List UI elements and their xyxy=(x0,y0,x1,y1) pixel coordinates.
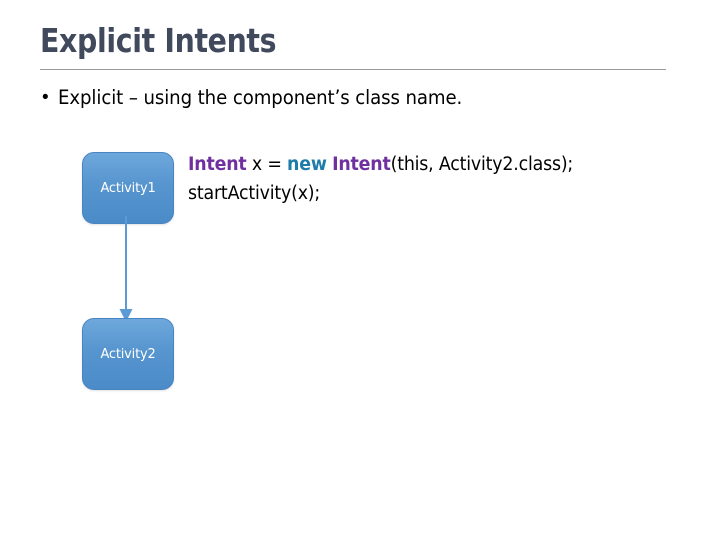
bullet-point-icon: • xyxy=(42,86,49,108)
code-keyword-intent-1: Intent xyxy=(188,154,247,175)
code-line-2: startActivity(x); xyxy=(188,183,321,204)
activity2-box[interactable]: Activity2 xyxy=(82,318,174,390)
arrow-down-icon xyxy=(119,216,133,322)
code-snippet: Intent x = new Intent(this, Activity2.cl… xyxy=(188,150,698,208)
activity2-label: Activity2 xyxy=(100,346,156,362)
code-keyword-intent-2: Intent xyxy=(332,154,391,175)
code-keyword-new: new xyxy=(287,154,327,175)
code-line-1: Intent x = new Intent(this, Activity2.cl… xyxy=(188,150,667,179)
bullet-list-item: • Explicit – using the component’s class… xyxy=(42,83,682,111)
activity1-label: Activity1 xyxy=(100,180,156,196)
activity1-box[interactable]: Activity1 xyxy=(82,152,174,224)
title-divider xyxy=(40,69,666,70)
code-plain-1: x = xyxy=(246,154,288,175)
page-title: Explicit Intents xyxy=(40,21,277,60)
bullet-item-label: Explicit – using the component’s class n… xyxy=(57,85,462,109)
code-plain-2: (this, Activity2.class); xyxy=(390,154,574,175)
